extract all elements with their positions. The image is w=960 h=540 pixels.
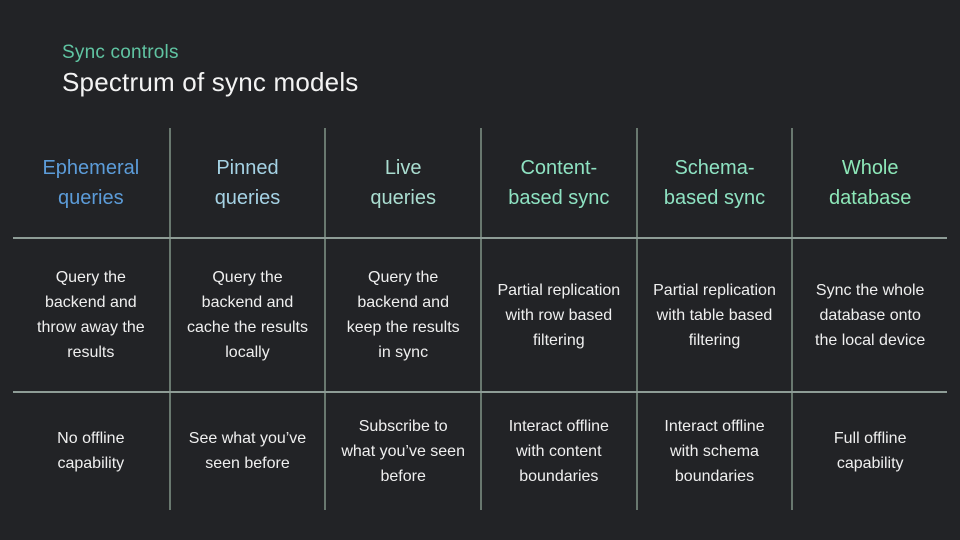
table-columns: Ephemeral queries Query the backend and … <box>13 128 947 510</box>
column-content-based-sync: Content- based sync Partial replication … <box>480 128 636 510</box>
column-offline-capability: Interact offline with content boundaries <box>508 417 609 485</box>
column-schema-based-sync: Schema- based sync Partial replication w… <box>635 128 792 510</box>
column-header: Pinned queries <box>214 157 281 209</box>
column-live-queries: Live queries Query the backend and keep … <box>324 128 480 510</box>
column-ephemeral-queries: Ephemeral queries Query the backend and … <box>13 128 169 510</box>
column-description: Partial replication with row based filte… <box>497 281 621 349</box>
column-offline-capability: Subscribe to what you’ve seen before <box>341 417 465 485</box>
slide-kicker: Sync controls <box>62 42 179 63</box>
column-header: Content- based sync <box>508 157 610 209</box>
column-header: Whole database <box>829 157 912 209</box>
column-description: Query the backend and throw away the res… <box>37 269 145 361</box>
column-header: Live queries <box>370 157 436 209</box>
column-description: Query the backend and cache the results … <box>187 269 308 361</box>
column-pinned-queries: Pinned queries Query the backend and cac… <box>168 128 325 510</box>
column-description: Query the backend and keep the results i… <box>346 269 460 361</box>
column-header: Ephemeral queries <box>42 157 140 209</box>
column-description: Partial replication with table based fil… <box>653 281 776 349</box>
column-offline-capability: Full offline capability <box>833 430 907 472</box>
column-offline-capability: Interact offline with schema boundaries <box>664 417 765 485</box>
column-offline-capability: See what you’ve seen before <box>188 430 307 472</box>
column-offline-capability: No offline capability <box>57 430 125 472</box>
column-description: Sync the whole database onto the local d… <box>815 281 926 349</box>
slide-title: Spectrum of sync models <box>62 67 359 97</box>
table-divider-horizontal-2 <box>13 391 947 393</box>
slide-header: Sync controls Spectrum of sync models <box>62 40 359 98</box>
column-whole-database: Whole database Sync the whole database o… <box>791 128 947 510</box>
column-header: Schema- based sync <box>663 157 766 209</box>
sync-models-table: Ephemeral queries Query the backend and … <box>13 128 947 510</box>
table-divider-horizontal-1 <box>13 237 947 239</box>
